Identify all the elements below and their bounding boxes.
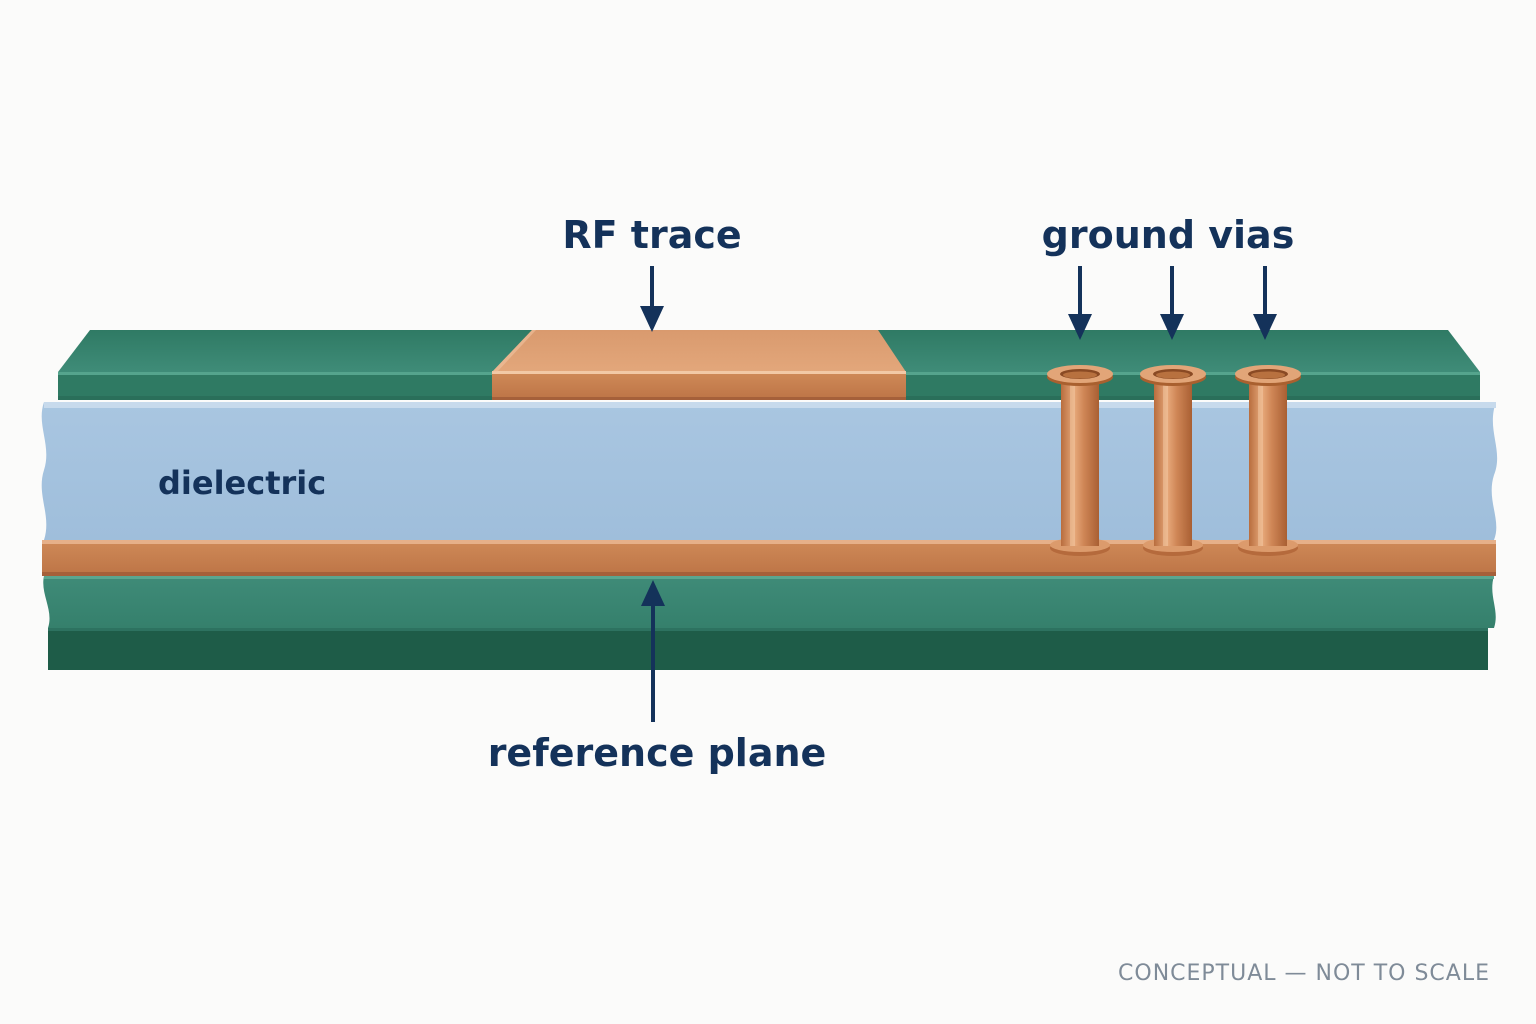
reference-plane-label: reference plane <box>488 731 827 775</box>
bottom-layer <box>43 576 1496 670</box>
ground-via <box>1140 365 1206 556</box>
dielectric-layer <box>41 402 1498 540</box>
rf-trace <box>492 330 906 400</box>
arrows <box>640 266 1277 722</box>
scale-note: CONCEPTUAL — NOT TO SCALE <box>1118 961 1490 986</box>
via-arrow-1 <box>1068 266 1092 340</box>
ground-via <box>1047 365 1113 556</box>
via-arrow-3 <box>1253 266 1277 340</box>
via-arrow-2 <box>1160 266 1184 340</box>
dielectric-label: dielectric <box>158 464 326 502</box>
ground-vias-label: ground vias <box>1042 213 1295 257</box>
rf-trace-label: RF trace <box>562 213 741 257</box>
ground-vias-group <box>1047 365 1301 556</box>
ground-via <box>1235 365 1301 556</box>
reference-plane-arrow <box>641 580 665 722</box>
rf-trace-arrow <box>640 266 664 332</box>
